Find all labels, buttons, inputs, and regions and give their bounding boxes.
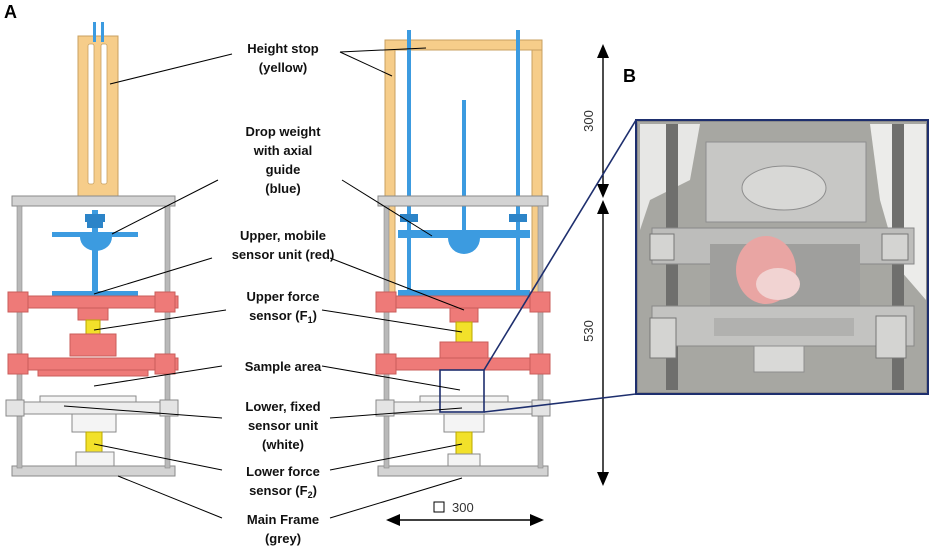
right-apparatus-drawing xyxy=(375,30,551,477)
left-apparatus-drawing xyxy=(5,22,179,477)
right-drop-weight xyxy=(398,214,530,296)
leader-lines xyxy=(63,47,637,519)
label-drop-weight-line1: Drop weight xyxy=(245,124,321,139)
square-symbol-icon xyxy=(433,501,445,513)
label-upper-unit-line2: sensor unit (red) xyxy=(232,247,335,262)
label-sample-area-line1: Sample area xyxy=(245,359,322,374)
label-lower-force-subscript: 2 xyxy=(308,490,313,500)
dimension-300-label: 300 xyxy=(581,110,596,132)
dimension-width-label: 300 xyxy=(452,500,474,515)
label-height-stop: Height stop (yellow) xyxy=(247,41,319,75)
label-lower-force-line1: Lower force xyxy=(246,464,320,479)
label-lower-force-text: sensor (F xyxy=(249,483,308,498)
inset-photo xyxy=(635,119,929,395)
left-drop-weight xyxy=(52,210,138,296)
label-lower-force-line2: sensor (F2) xyxy=(249,483,317,500)
label-drop-weight-line3: guide xyxy=(266,162,301,177)
dimension-vertical-300: 300 xyxy=(581,44,609,198)
label-lower-sensor-unit: Lower, fixed sensor unit (white) xyxy=(245,399,320,452)
label-lower-force-sensor: Lower force sensor (F2) xyxy=(246,464,320,500)
panel-label-a: A xyxy=(4,2,17,22)
label-sample-area: Sample area xyxy=(245,359,322,374)
label-main-frame-line2: (grey) xyxy=(265,531,301,546)
label-upper-force-sensor: Upper force sensor (F1) xyxy=(247,289,320,325)
label-lower-unit-line2: sensor unit xyxy=(248,418,319,433)
sample-area-highlight xyxy=(439,369,485,413)
label-upper-force-subscript: 1 xyxy=(308,315,313,325)
label-upper-sensor-unit: Upper, mobile sensor unit (red) xyxy=(232,228,335,262)
label-upper-force-text: sensor (F xyxy=(249,308,308,323)
left-height-stop xyxy=(77,22,119,197)
label-lower-force-close: ) xyxy=(313,483,317,498)
label-drop-weight-line4: (blue) xyxy=(265,181,300,196)
dimension-vertical-530: 530 xyxy=(581,200,609,486)
right-guide-rods xyxy=(407,30,520,300)
label-main-frame-line1: Main Frame xyxy=(247,512,319,527)
label-lower-unit-line3: (white) xyxy=(262,437,304,452)
label-height-stop-line1: Height stop xyxy=(247,41,319,56)
left-upper-sensor-unit xyxy=(7,291,179,377)
label-drop-weight-line2: with axial xyxy=(253,143,313,158)
label-drop-weight: Drop weight with axial guide (blue) xyxy=(245,124,321,196)
label-main-frame: Main Frame (grey) xyxy=(247,512,319,546)
label-lower-unit-line1: Lower, fixed xyxy=(245,399,320,414)
label-upper-force-line1: Upper force xyxy=(247,289,320,304)
label-upper-force-line2: sensor (F1) xyxy=(249,308,317,325)
dimension-530-label: 530 xyxy=(581,320,596,342)
right-upper-sensor-unit xyxy=(375,291,551,375)
panel-label-b: B xyxy=(623,66,636,86)
label-upper-unit-line1: Upper, mobile xyxy=(240,228,326,243)
label-height-stop-line2: (yellow) xyxy=(259,60,307,75)
dimension-horizontal-300: 300 xyxy=(386,500,544,526)
label-upper-force-close: ) xyxy=(313,308,317,323)
